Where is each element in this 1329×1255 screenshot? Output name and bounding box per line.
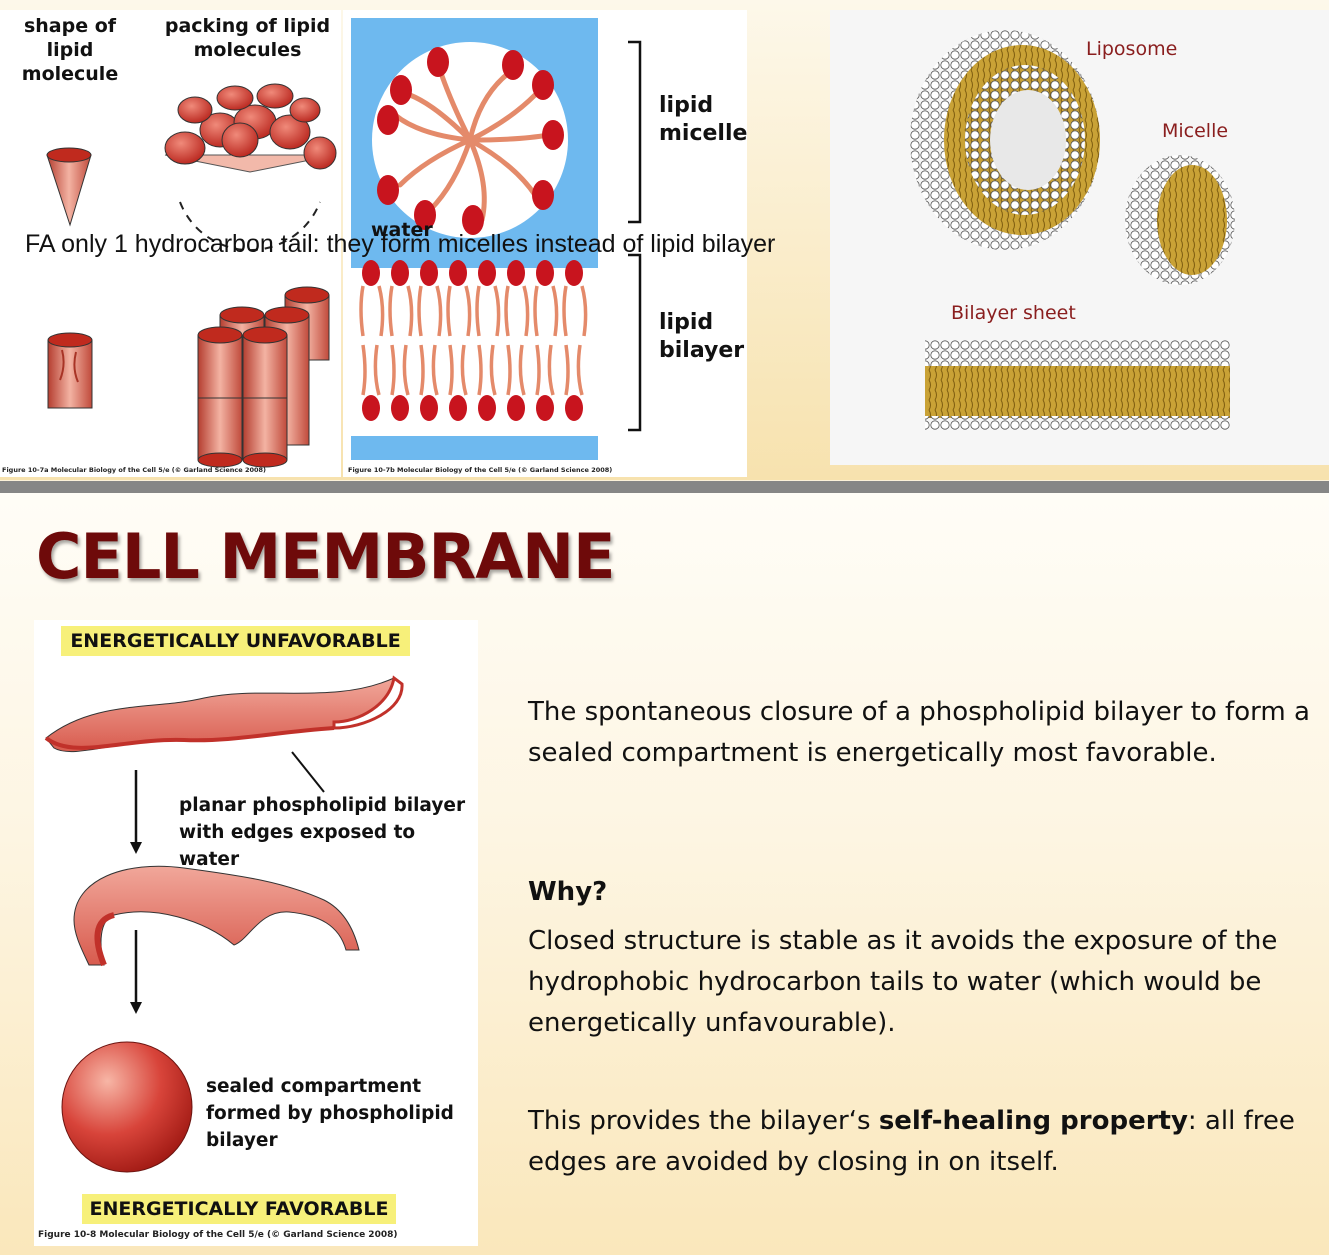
favorable-band: ENERGETICALLY FAVORABLE [82, 1194, 396, 1224]
liposome-label: Liposome [1086, 38, 1178, 60]
figure-micelle-bilayer: water lipid micelle lipid bilayer Figure… [343, 10, 747, 477]
header-packing-of-lipid: packing of lipid molecules [164, 15, 331, 61]
lipid-structures-illustration [910, 30, 1235, 430]
paragraph-why: Closed structure is stable as it avoids … [528, 926, 1278, 1038]
planar-bilayer-label: planar phospholipid bilayer with edges e… [179, 795, 466, 870]
lipid-bilayer-label: lipid bilayer [659, 310, 745, 363]
water-label: water [371, 219, 433, 241]
micelle-bilayer-illustration [351, 18, 642, 460]
figure-lipid-structures: Liposome Micelle Bilayer sheet [830, 10, 1329, 465]
header-shape-of-lipid: shape of lipid molecule [21, 15, 119, 85]
figure-bilayer-closure: ENERGETICALLY UNFAVORABLE planar phospho… [34, 620, 478, 1246]
self-healing-text-post: : all free edges are avoided by closing … [528, 1106, 1295, 1177]
slide-title: CELL MEMBRANE [36, 520, 615, 593]
figure-lipid-shape-packing: shape of lipid molecule packing of lipid… [0, 10, 341, 477]
bilayer-sheet-label: Bilayer sheet [951, 302, 1076, 324]
bilayer-closure-illustration [44, 675, 404, 1173]
paragraph-self-healing: This provides the bilayer‘s self-healing… [528, 1101, 1318, 1183]
why-heading: Why? [528, 877, 608, 907]
micelle-label: Micelle [1162, 120, 1229, 142]
self-healing-term: self-healing property [878, 1106, 1188, 1136]
fatty-acid-note: FA only 1 hydrocarbon tail: they form mi… [25, 230, 776, 258]
figure-caption: Figure 10-7b Molecular Biology of the Ce… [348, 466, 613, 474]
unfavorable-band: ENERGETICALLY UNFAVORABLE [61, 626, 410, 656]
self-healing-text-pre: This provides the bilayer‘s [528, 1106, 879, 1136]
sealed-compartment-label: sealed compartment formed by phospholipi… [206, 1076, 454, 1151]
lipid-shape-packing-illustration [46, 83, 337, 468]
paragraph-closure: The spontaneous closure of a phospholipi… [528, 697, 1310, 768]
lipid-micelle-label: lipid micelle [659, 93, 748, 146]
section-divider [0, 481, 1329, 493]
figure-caption: Figure 10-8 Molecular Biology of the Cel… [38, 1230, 398, 1240]
figure-caption: Figure 10-7a Molecular Biology of the Ce… [2, 466, 266, 474]
